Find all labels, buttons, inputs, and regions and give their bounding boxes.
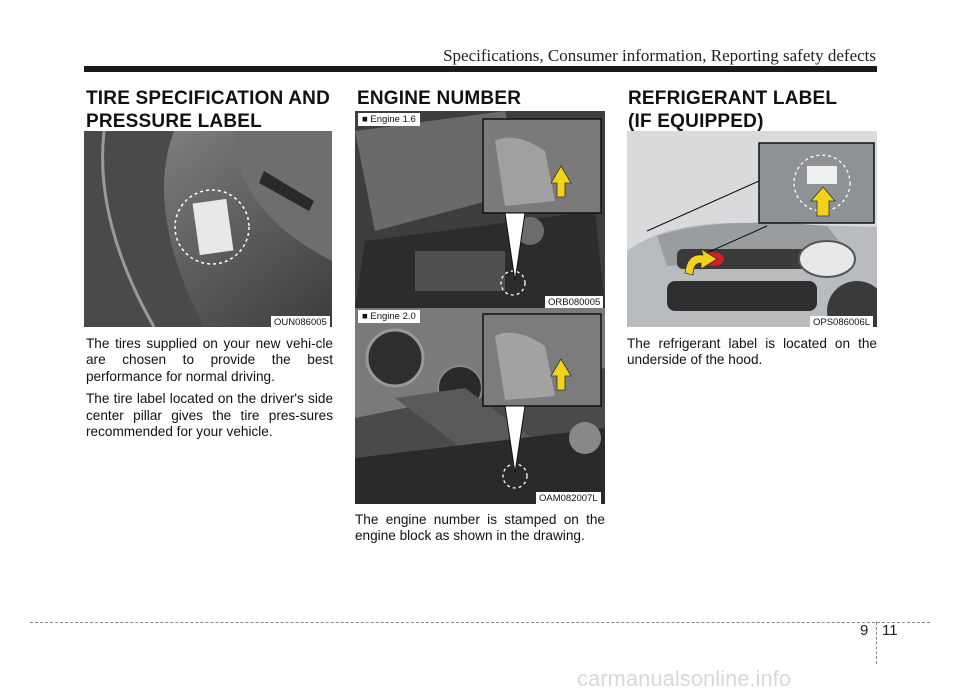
refrigerant-photo-code: OPS086006L — [810, 316, 874, 329]
engine-body: The engine number is stamped on the engi… — [355, 512, 605, 551]
chapter-number: 9 — [860, 622, 869, 639]
refrigerant-title-line2: (IF EQUIPPED) — [628, 111, 764, 132]
engine-1-6-photo — [355, 111, 605, 308]
tire-body: The tires supplied on your new vehi-cle … — [86, 336, 333, 446]
engine-paragraph: The engine number is stamped on the engi… — [355, 512, 605, 544]
engine-2-0-code: OAM082007L — [536, 492, 601, 505]
engine-1-6-code: ORB080005 — [545, 296, 604, 309]
watermark: carmanualsonline.info — [577, 666, 792, 691]
running-header: Specifications, Consumer information, Re… — [443, 46, 876, 65]
refrigerant-title-line1: REFRIGERANT LABEL — [628, 88, 838, 109]
engine-2-0-tag: ■ Engine 2.0 — [358, 310, 420, 323]
tire-paragraph-2: The tire label located on the driver's s… — [86, 391, 333, 440]
page-number: 11 — [882, 622, 898, 639]
footer-rule — [30, 622, 930, 623]
refrigerant-section-title: REFRIGERANT LABEL (IF EQUIPPED) — [628, 87, 837, 133]
tire-title-line1: TIRE SPECIFICATION AND — [86, 88, 331, 109]
tire-label-photo — [84, 131, 332, 327]
engine-2-0-photo — [355, 308, 605, 504]
tire-photo-code: OUN086005 — [271, 316, 330, 329]
refrigerant-paragraph: The refrigerant label is located on the … — [627, 336, 877, 368]
header-rule — [84, 66, 877, 72]
refrigerant-body: The refrigerant label is located on the … — [627, 336, 877, 375]
tire-title-line2: PRESSURE LABEL — [86, 111, 262, 132]
tire-section-title: TIRE SPECIFICATION AND PRESSURE LABEL — [86, 87, 330, 133]
footer-divider — [876, 622, 877, 664]
tire-paragraph-1: The tires supplied on your new vehi-cle … — [86, 336, 333, 384]
engine-1-6-tag: ■ Engine 1.6 — [358, 113, 420, 126]
engine-section-title: ENGINE NUMBER — [357, 88, 522, 109]
refrigerant-label-photo — [627, 131, 877, 327]
